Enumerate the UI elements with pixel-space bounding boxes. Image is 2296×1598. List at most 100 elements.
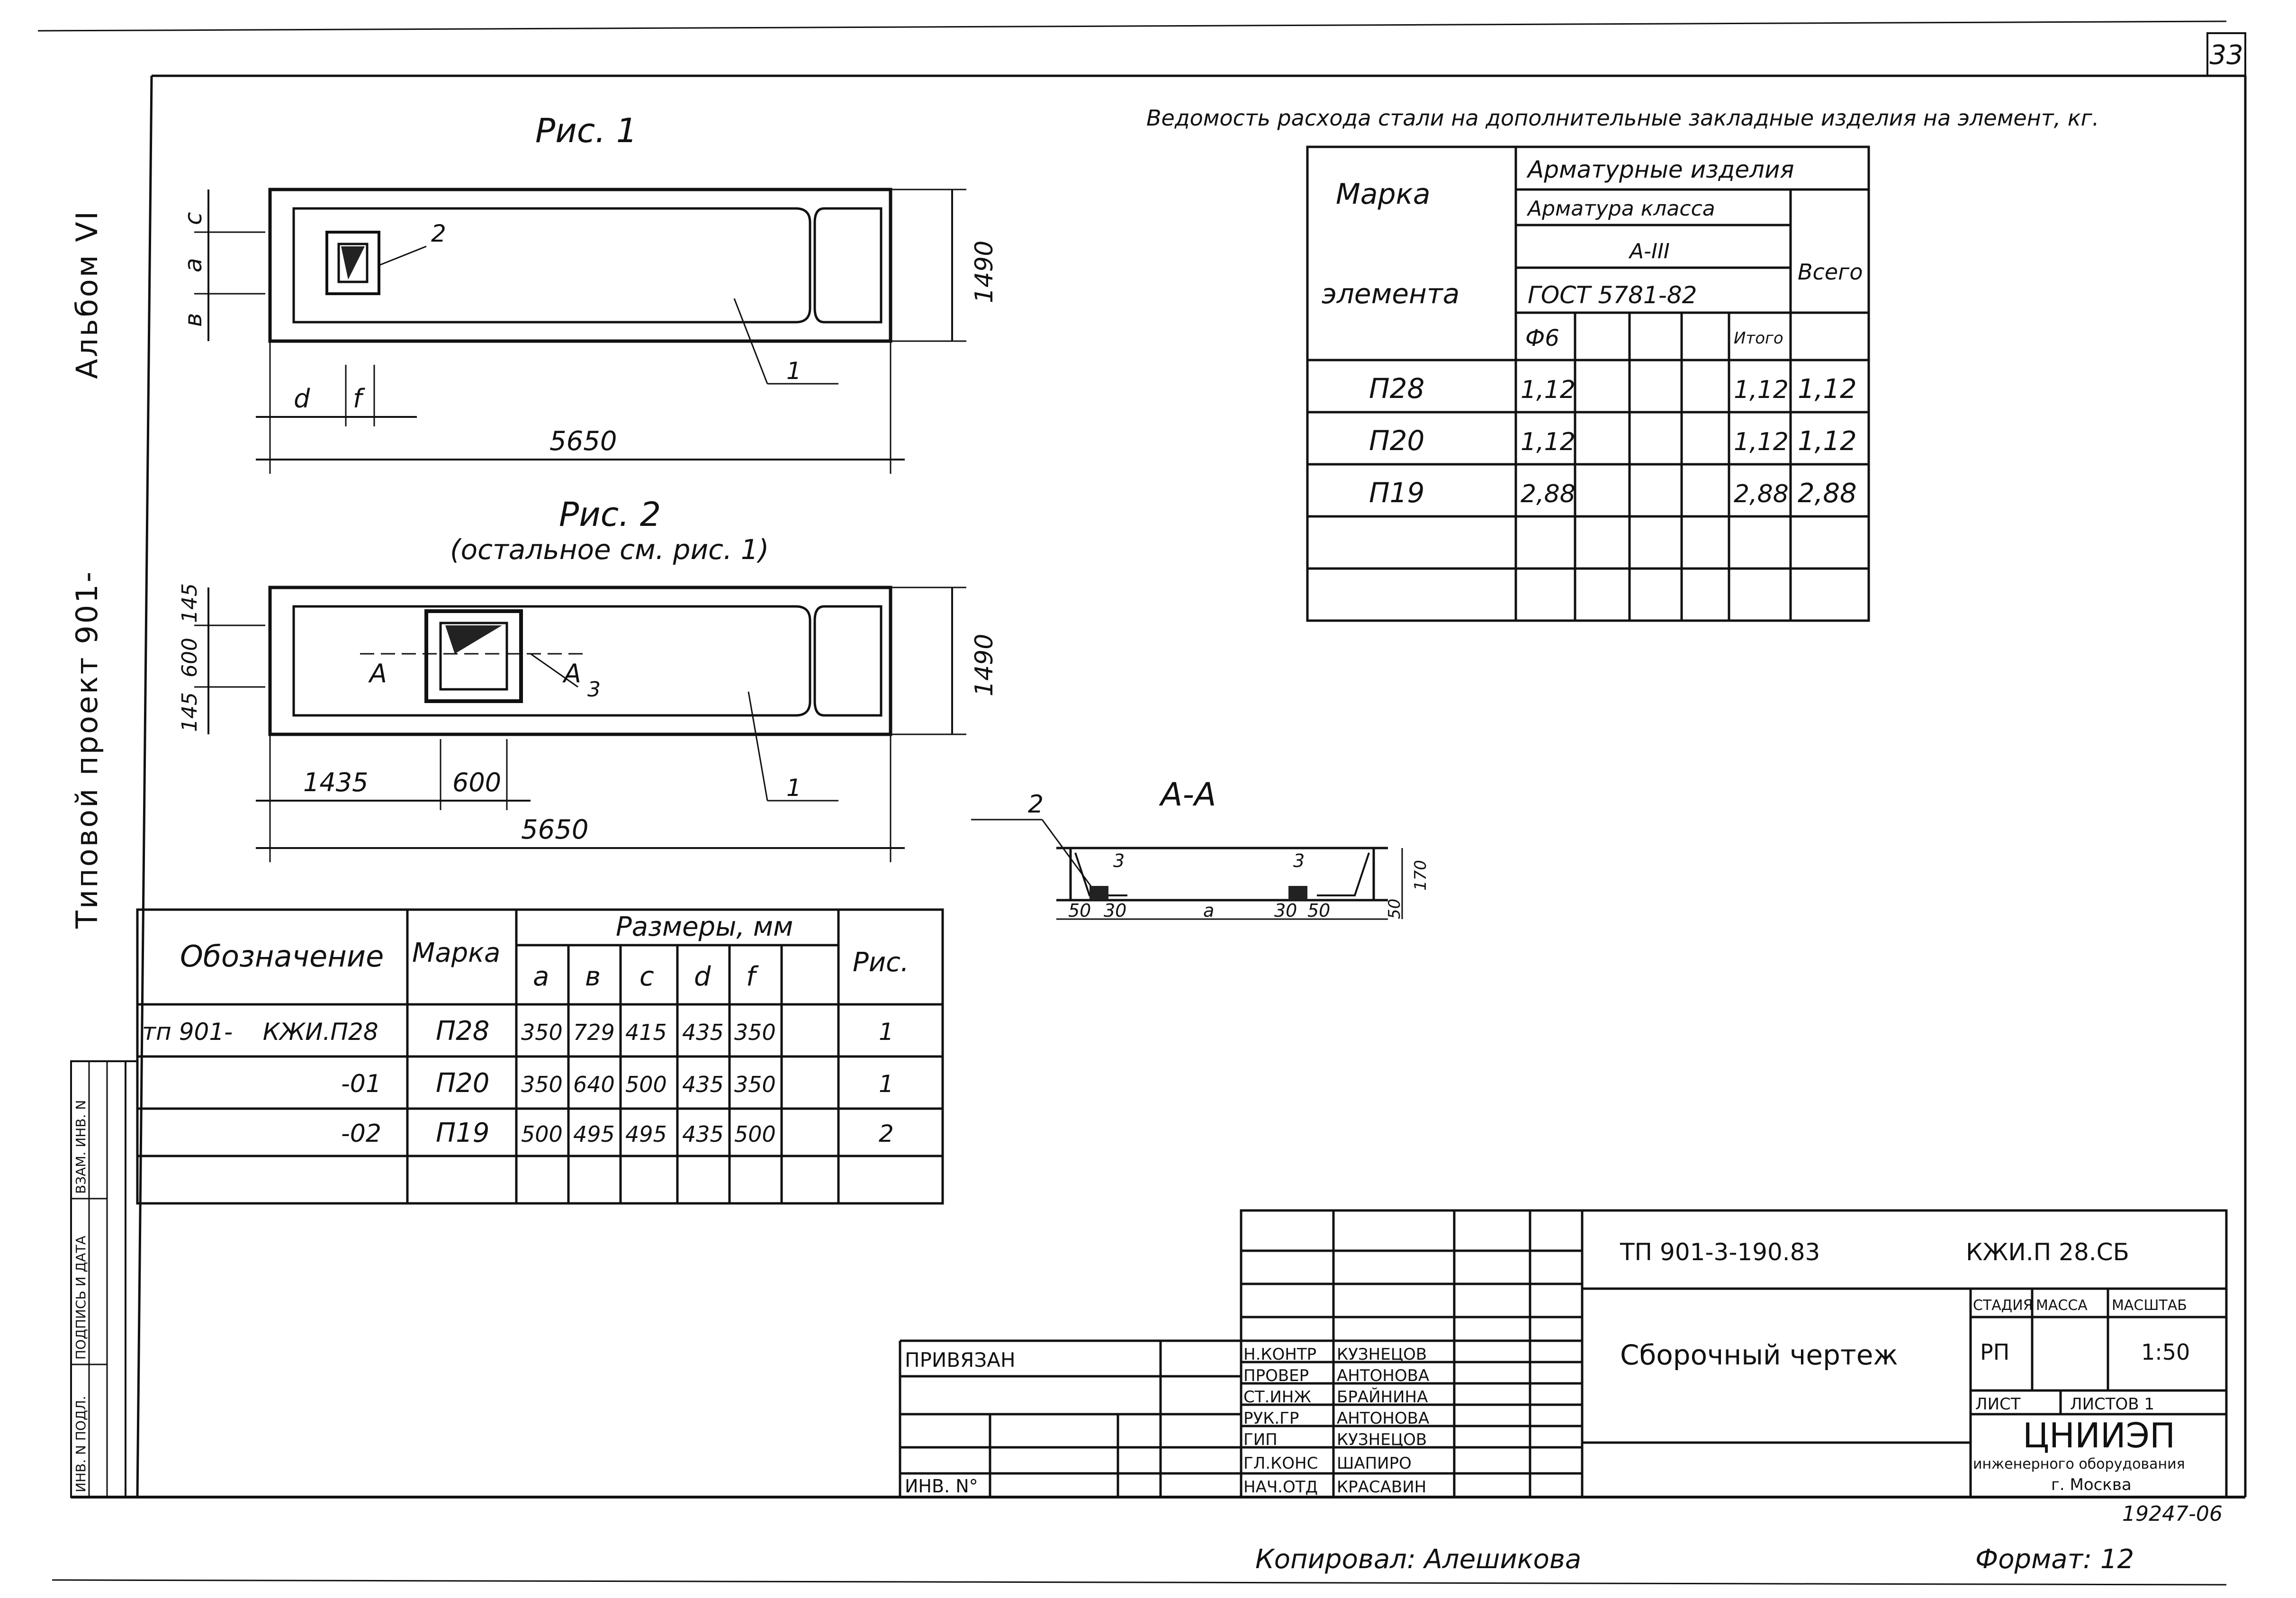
hdr-class: Арматура класса — [1526, 197, 1715, 221]
tb-project-code: ТП 901-3-190.83 — [1620, 1238, 1820, 1266]
steel-row-3-marka: П19 — [1369, 477, 1424, 509]
hdr-phi6: Ф6 — [1525, 325, 1559, 352]
section-dim-50-left: 50 — [1068, 900, 1091, 921]
tb-org-sub: инженерного оборудования — [1973, 1456, 2185, 1472]
steel-row-2-marka: П20 — [1369, 424, 1424, 457]
fig1-letter-b: в — [180, 313, 207, 327]
album-label: Альбом VI — [70, 209, 104, 379]
tb-org-name: ЦНИИЭП — [2023, 1416, 2175, 1455]
sizes-row-3-a: 500 — [521, 1121, 563, 1147]
title-block: ПРИВЯЗАН ИНВ. N° Н.КОНТР КУЗНЕЦОВ ПРОВЕР… — [899, 1209, 2228, 1526]
fig2-callout-1: 1 — [786, 774, 801, 802]
hdr-gost: ГОСТ 5781-82 — [1528, 281, 1697, 309]
hdr-marka: Марка — [1336, 178, 1431, 211]
section-callout-3-left: 3 — [1113, 850, 1125, 871]
sizes-row-1-d: 435 — [682, 1020, 724, 1045]
sizes-row-2-fig: 1 — [879, 1070, 894, 1098]
sizes-row-1-designation: тп 901- КЖИ.П28 — [142, 1018, 378, 1046]
fig1-letter-c: c — [180, 212, 207, 226]
sizes-hdr-marka: Марка — [412, 938, 500, 968]
sizes-col-c: c — [639, 961, 654, 992]
tb-masshtab-label: МАСШТАБ — [2112, 1297, 2187, 1314]
figure-2: Рис. 2 (остальное см. рис. 1) А А 3 1 14… — [178, 495, 999, 862]
fig2-dim-v-bottom: 145 — [178, 692, 202, 732]
steel-row-1-itogo: 1,12 — [1734, 376, 1789, 404]
section-dim-30-left: 30 — [1104, 900, 1126, 921]
section-dim-50-right: 50 — [1307, 900, 1330, 921]
tb-role-5: ГИП — [1243, 1430, 1278, 1449]
sizes-row-1-f: 350 — [734, 1020, 776, 1045]
tb-name-4: АНТОНОВА — [1337, 1409, 1429, 1428]
sizes-hdr-fig: Рис. — [853, 947, 909, 978]
fig1-letter-f: f — [353, 384, 365, 414]
stamp-left: ИНВ. N ПОДЛ. ПОДПИСЬ И ДАТА ВЗАМ. ИНВ. N — [70, 1060, 137, 1498]
fig2-callout-3: 3 — [587, 677, 601, 702]
tb-role-7: НАЧ.ОТД — [1243, 1478, 1318, 1497]
sizes-row-3-d: 435 — [682, 1121, 724, 1147]
section-dim-50-v: 50 — [1385, 899, 1404, 919]
steel-row-3-itogo: 2,88 — [1734, 480, 1789, 508]
sheet-number: 33 — [2209, 40, 2243, 71]
section-title: А-А — [1159, 776, 1216, 813]
hdr-vsego: Всего — [1798, 259, 1863, 285]
sizes-col-d: d — [694, 961, 711, 992]
steel-row-3-vsego: 2,88 — [1798, 478, 1857, 509]
sizes-row-3-c: 495 — [625, 1121, 667, 1147]
sizes-hdr-sizes: Размеры, мм — [616, 912, 793, 942]
steel-row-1-vsego: 1,12 — [1798, 374, 1857, 405]
fig2-dim-opening: 600 — [452, 767, 501, 797]
project-label: Типовой проект 901- — [70, 570, 104, 929]
tb-name-6: ШАПИРО — [1337, 1454, 1412, 1473]
fig2-subtitle: (остальное см. рис. 1) — [450, 533, 769, 566]
tb-role-2: ПРОВЕР — [1243, 1366, 1309, 1385]
section-a-a: А-А 2 3 3 50 30 a 30 50 50 170 — [971, 776, 1430, 921]
steel-row-3-phi6: 2,88 — [1521, 480, 1576, 508]
sizes-row-2-b: 640 — [573, 1072, 615, 1097]
tb-privyazan: ПРИВЯЗАН — [905, 1348, 1016, 1372]
sizes-row-2-c: 500 — [625, 1072, 667, 1097]
section-dim-170-v: 170 — [1411, 860, 1430, 891]
tb-name-3: БРАЙНИНА — [1337, 1387, 1428, 1407]
fig2-dim-v-mid: 600 — [178, 638, 202, 677]
sizes-col-a: a — [533, 961, 549, 992]
footer-format: Формат: 12 — [1975, 1544, 2134, 1575]
sizes-row-1-a: 350 — [521, 1020, 563, 1045]
hdr-itogo: Итого — [1734, 329, 1783, 348]
hdr-element: элемента — [1322, 278, 1459, 310]
sizes-table: Обозначение Марка Размеры, мм Рис. a в c… — [136, 908, 944, 1205]
fig1-callout-2: 2 — [431, 220, 446, 247]
tb-doc-code: КЖИ.П 28.СБ — [1966, 1238, 2129, 1266]
sizes-row-3-designation: -02 — [341, 1120, 381, 1148]
sizes-row-2-f: 350 — [734, 1072, 776, 1097]
sizes-row-1-b: 729 — [573, 1020, 615, 1045]
sizes-hdr-designation: Обозначение — [180, 939, 384, 974]
sizes-col-f: f — [746, 961, 759, 992]
fig1-callout-1: 1 — [786, 357, 801, 385]
fig2-section-mark-left: А — [368, 659, 387, 688]
tb-name-5: КУЗНЕЦОВ — [1337, 1430, 1427, 1449]
fig2-dim-left: 1435 — [303, 767, 368, 797]
fig2-title: Рис. 2 — [559, 495, 661, 534]
sizes-row-3-marka: П19 — [436, 1118, 489, 1148]
tb-name-1: КУЗНЕЦОВ — [1337, 1345, 1427, 1364]
tb-massa-label: МАССА — [2036, 1297, 2088, 1314]
tb-role-3: СТ.ИНЖ — [1243, 1388, 1311, 1407]
tb-stadiya-label: СТАДИЯ — [1973, 1297, 2033, 1314]
tb-role-1: Н.КОНТР — [1243, 1345, 1316, 1364]
sizes-row-2-marka: П20 — [436, 1068, 489, 1099]
figure-1: Рис. 1 2 1 5650 d f 1490 c a в — [180, 111, 999, 474]
fig2-dim-height: 1490 — [970, 634, 999, 696]
side-title: Альбом VI Типовой проект 901- — [70, 209, 104, 929]
fig1-letter-a: a — [180, 258, 207, 272]
tb-masshtab: 1:50 — [2141, 1339, 2190, 1365]
hdr-grade: А-III — [1628, 239, 1670, 263]
tb-listov-label: ЛИСТОВ 1 — [2070, 1395, 2154, 1414]
sizes-col-b: в — [585, 961, 601, 992]
sizes-row-2-designation: -01 — [341, 1070, 381, 1098]
tb-doc-title: Сборочный чертеж — [1620, 1339, 1898, 1371]
tb-inv-no: ИНВ. N° — [905, 1476, 978, 1497]
tb-org-city: г. Москва — [2051, 1475, 2132, 1494]
steel-row-1-marka: П28 — [1369, 372, 1424, 405]
stamp-vzam: ВЗАМ. ИНВ. N — [73, 1100, 89, 1194]
